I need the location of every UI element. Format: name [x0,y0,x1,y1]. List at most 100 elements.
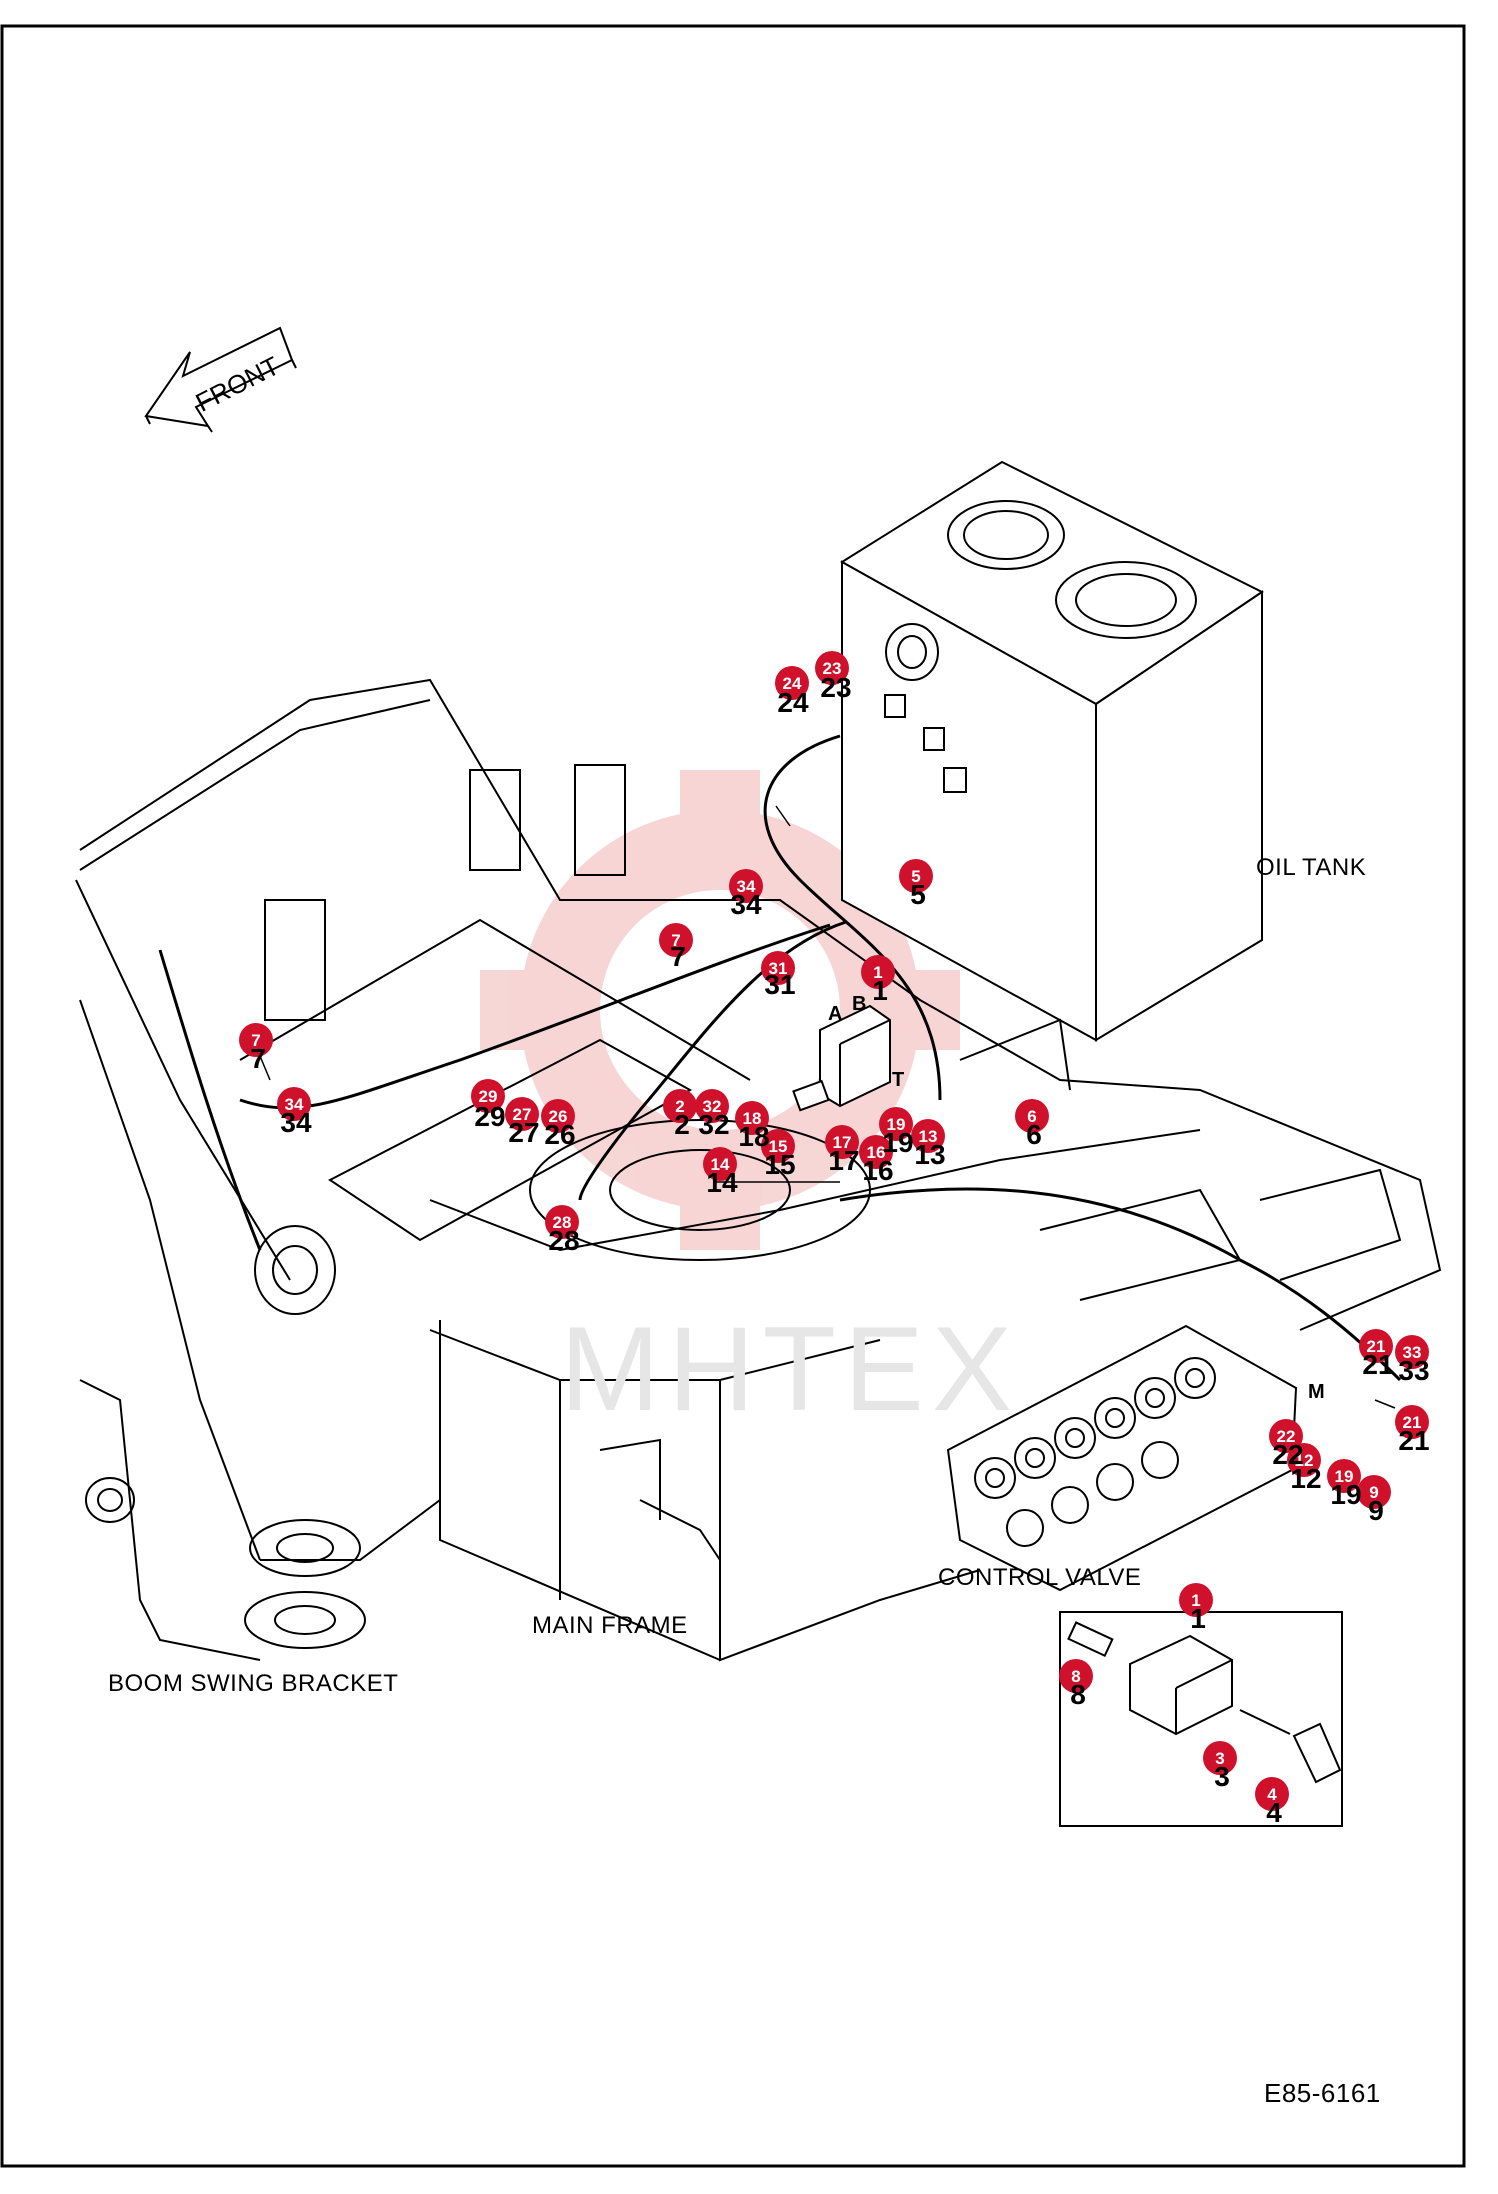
badge-number: 14 [711,1155,730,1174]
watermark-text: MHTEX [560,1302,1020,1436]
badge-circle [761,951,795,985]
callout-badge-c32: 32 [695,1089,729,1123]
part-number-c18: 18 [738,1121,769,1152]
badge-circle [815,651,849,685]
badge-number: 29 [479,1087,498,1106]
badge-circle [1203,1741,1237,1775]
badge-number: 13 [919,1127,938,1146]
badge-circle [659,923,693,957]
callout-badge-c21a: 21 [1359,1329,1393,1363]
callout-badge-c1b: 1 [1179,1583,1213,1617]
badge-circle [775,666,809,700]
badge-number: 21 [1367,1337,1386,1356]
callout-badge-c27: 27 [505,1097,539,1131]
badge-number: 34 [285,1095,304,1114]
callout-badge-c21b: 21 [1395,1405,1429,1439]
callout-badge-c1a: 1 [861,955,895,989]
part-number-c17: 17 [828,1145,859,1176]
part-number-c12: 12 [1290,1463,1321,1494]
badge-number: 4 [1267,1785,1277,1804]
badge-circle [1327,1459,1361,1493]
callout-badge-c34a: 34 [729,869,763,903]
badge-circle [1395,1405,1429,1439]
badge-circle [703,1147,737,1181]
badge-number: 28 [553,1213,572,1232]
badge-number: 2 [675,1097,684,1116]
leader-lines [259,805,1396,1409]
callout-badge-c7a: 7 [659,923,693,957]
badge-number: 12 [1295,1451,1314,1470]
badge-number: 7 [251,1031,260,1050]
badge-number: 19 [1335,1467,1354,1486]
part-number-c13: 13 [914,1139,945,1170]
callout-badge-c4: 4 [1255,1777,1289,1811]
callout-badge-c29: 29 [471,1079,505,1113]
callout-badge-c17: 17 [825,1125,859,1159]
part-number-c3: 3 [1214,1761,1230,1792]
callout-badge-c34b: 34 [277,1087,311,1121]
part-number-c7a: 7 [670,941,686,972]
callout-badge-c28: 28 [545,1205,579,1239]
badge-circle [1059,1659,1093,1693]
part-number-c24: 24 [777,687,809,718]
part-number-c34a: 34 [730,889,762,920]
badge-number: 1 [1191,1591,1200,1610]
badge-number: 33 [1403,1343,1422,1362]
callout-badge-c15: 15 [761,1129,795,1163]
badge-number: 18 [743,1109,762,1128]
front-arrow-icon [144,326,297,433]
callout-badge-c22: 22 [1269,1419,1303,1453]
badge-circle [735,1101,769,1135]
main-frame-label: MAIN FRAME [532,1612,688,1639]
callout-badge-c5: 5 [899,859,933,893]
center-valve [792,1004,891,1112]
boom-swing-bracket-label: BOOM SWING BRACKET [108,1670,399,1697]
callout-badge-c14: 14 [703,1147,737,1181]
port-letter-m: M [1308,1381,1325,1403]
figure-id: E85-6161 [1264,2078,1381,2108]
badge-circle [879,1107,913,1141]
port-letter-t: T [892,1069,904,1091]
part-number-c28: 28 [548,1225,579,1256]
part-number-c16: 16 [862,1155,893,1186]
callout-badge-c7b: 7 [239,1023,273,1057]
callout-badge-c23: 23 [815,651,849,685]
badge-circle [545,1205,579,1239]
badge-number: 8 [1071,1667,1080,1686]
badge-circle [239,1023,273,1057]
port-letter-a: A [828,1003,842,1025]
badge-number: 27 [513,1105,532,1124]
badge-number: 9 [1369,1483,1378,1502]
badge-circle [505,1097,539,1131]
callout-badge-c3: 3 [1203,1741,1237,1775]
badge-number: 5 [911,867,920,886]
badge-number: 1 [873,963,882,982]
callout-badge-c8: 8 [1059,1659,1093,1693]
badge-circle [1357,1475,1391,1509]
badge-number: 34 [737,877,756,896]
part-number-c22: 22 [1272,1439,1303,1470]
boom-swing-bracket [75,879,441,1661]
callout-badge-c26: 26 [541,1099,575,1133]
badge-circle [729,869,763,903]
badge-number: 3 [1215,1749,1224,1768]
part-number-c6: 6 [1026,1119,1042,1150]
badge-circle [277,1087,311,1121]
part-number-c29: 29 [474,1101,505,1132]
control-valve [946,1324,1298,1592]
port-letter-b: B [852,993,866,1015]
part-number-c2: 2 [674,1109,690,1140]
badge-circle [1179,1583,1213,1617]
badge-number: 7 [671,931,680,950]
badge-circle [1359,1329,1393,1363]
badge-circle [471,1079,505,1113]
part-number-c21a: 21 [1362,1349,1393,1380]
badge-number: 22 [1277,1427,1296,1446]
badge-circle [1255,1777,1289,1811]
part-number-c7b: 7 [250,1043,266,1074]
callout-badge-c31: 31 [761,951,795,985]
part-number-c1b: 1 [1190,1603,1206,1634]
detail-inset [1059,1611,1343,1827]
